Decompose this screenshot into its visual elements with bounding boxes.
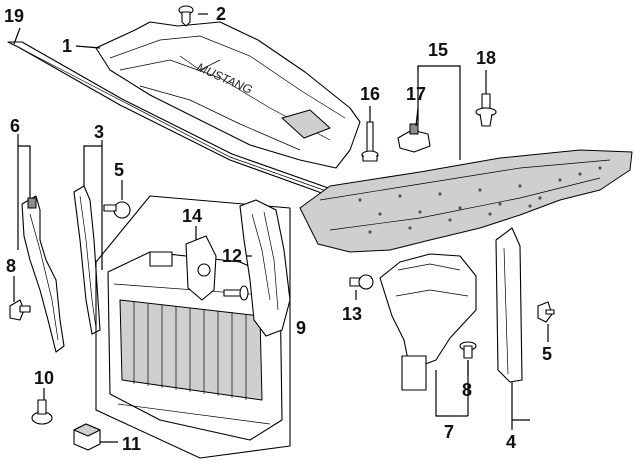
part-4-seal-right [495,227,523,383]
callout-18: 18 [476,48,496,68]
callout-17: 17 [406,84,426,104]
part-5-pin-right [537,301,555,323]
part-8-retainer-right [459,341,477,359]
callout-11: 11 [122,434,141,454]
part-5-screw-left [103,201,131,219]
part-3-seal [73,185,101,335]
callouts: 19 1 2 15 18 16 17 6 3 5 14 12 8 9 13 5 … [4,4,552,454]
part-18-push-pin [475,93,497,127]
callout-13: 13 [342,304,362,324]
leader-lines [13,13,549,443]
part-12-side-bracket [239,199,291,337]
callout-1: 1 [62,36,72,56]
part-2-clip [178,5,194,27]
part-6-air-deflector [21,195,65,353]
radiator-support [107,251,283,441]
callout-19: 19 [4,6,24,26]
part-7-air-guide [379,253,477,391]
callout-15: 15 [428,40,448,60]
callout-12: 12 [222,246,242,266]
part-10-bolt [31,399,53,425]
callout-2: 2 [216,4,226,24]
bolt-to-bracket [223,285,249,301]
part-13-bolt [349,274,374,290]
part-9-box [95,195,291,459]
callout-9: 9 [296,318,306,338]
callout-6: 6 [10,116,20,136]
callout-8-left: 8 [6,256,16,276]
callout-7: 7 [444,422,454,442]
callout-3: 3 [94,122,104,142]
callout-5-right: 5 [542,344,552,364]
callout-10: 10 [34,368,54,388]
part-8-retainer-left [9,299,31,321]
callout-5-left: 5 [114,160,124,180]
part-16-bolt [361,121,379,162]
callout-14: 14 [182,206,202,226]
part-17-nut-clip [397,123,431,153]
part-14-bracket [185,235,217,301]
callout-8-right: 8 [462,380,472,400]
part-15-splash-shield [299,149,633,253]
callout-16: 16 [360,84,380,104]
part-1-cowl-panel: MUSTANG [95,21,361,169]
part-11-nut [73,423,101,451]
callout-4: 4 [506,432,516,452]
